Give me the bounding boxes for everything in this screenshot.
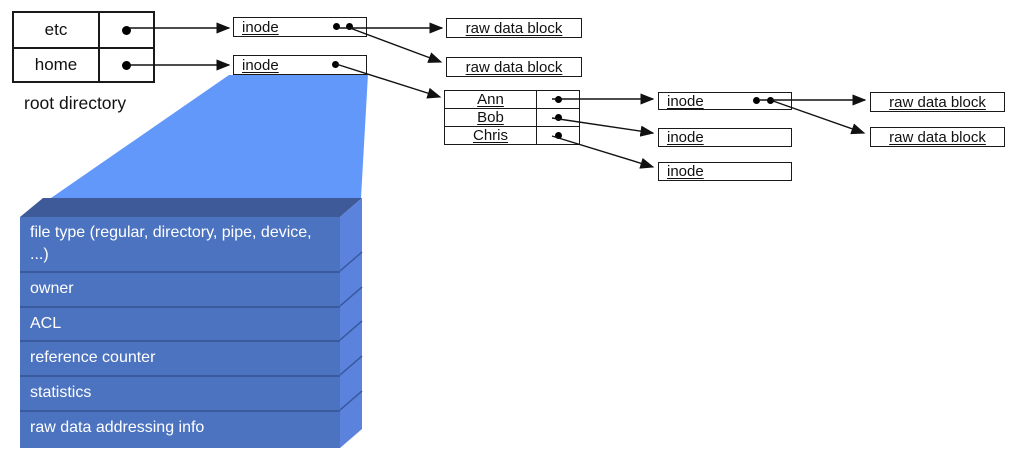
pointer-dot — [333, 23, 340, 30]
raw-data-block-label: raw data block — [889, 128, 986, 146]
home-directory-table: Ann Bob Chris — [444, 90, 580, 145]
dir-entry-pointer-cell — [537, 91, 579, 108]
raw-data-block-label: raw data block — [889, 93, 986, 111]
pointer-dot — [767, 97, 774, 104]
dir-entry-name: Chris — [445, 126, 537, 144]
dir-entry-pointer-cell — [100, 13, 153, 47]
inode-box-bob: inode — [658, 128, 792, 147]
pointer-dot — [122, 60, 131, 70]
raw-data-block-2: raw data block — [446, 57, 582, 77]
inode-label: inode — [667, 92, 704, 110]
inode-box-chris: inode — [658, 162, 792, 181]
raw-data-block-1: raw data block — [446, 18, 582, 38]
pointer-dot — [554, 132, 562, 139]
raw-data-block-3: raw data block — [870, 92, 1005, 112]
inode-box-home: inode — [233, 55, 367, 75]
raw-data-block-label: raw data block — [465, 58, 563, 76]
pointer-dot — [753, 97, 760, 104]
inode-box-ann: inode — [658, 92, 792, 110]
pointer-dot — [332, 61, 339, 68]
inode-label: inode — [667, 129, 704, 146]
inode-field: reference counter — [20, 340, 340, 375]
inode-label: inode — [242, 18, 279, 36]
inode-field: ACL — [20, 306, 340, 340]
inode-label: inode — [667, 163, 704, 180]
inode-field: owner — [20, 271, 340, 306]
inode-field: file type (regular, directory, pipe, dev… — [30, 224, 312, 263]
dir-entry-name: Bob — [445, 108, 537, 126]
pointer-dot — [122, 25, 131, 35]
raw-data-block-label: raw data block — [465, 19, 563, 37]
dir-entry-name: etc — [14, 13, 100, 47]
root-directory-table: etc home — [12, 11, 155, 83]
pointer-dot — [346, 23, 353, 30]
inode-box-etc: inode — [233, 17, 367, 37]
root-directory-caption: root directory — [24, 93, 127, 113]
inode-detail-box: file type (regular, directory, pipe, dev… — [20, 217, 340, 448]
dir-entry-name: Ann — [445, 91, 537, 108]
inode-field: raw data addressing info — [20, 410, 340, 448]
pointer-dot — [554, 96, 562, 103]
raw-data-block-4: raw data block — [870, 127, 1005, 147]
pointer-dot — [554, 114, 562, 121]
dir-entry-pointer-cell — [537, 126, 579, 144]
dir-entry-pointer-cell — [100, 47, 153, 81]
inode-label: inode — [242, 56, 279, 74]
inode-field: statistics — [20, 375, 340, 410]
dir-entry-name: home — [14, 47, 100, 81]
dir-entry-pointer-cell — [537, 108, 579, 126]
